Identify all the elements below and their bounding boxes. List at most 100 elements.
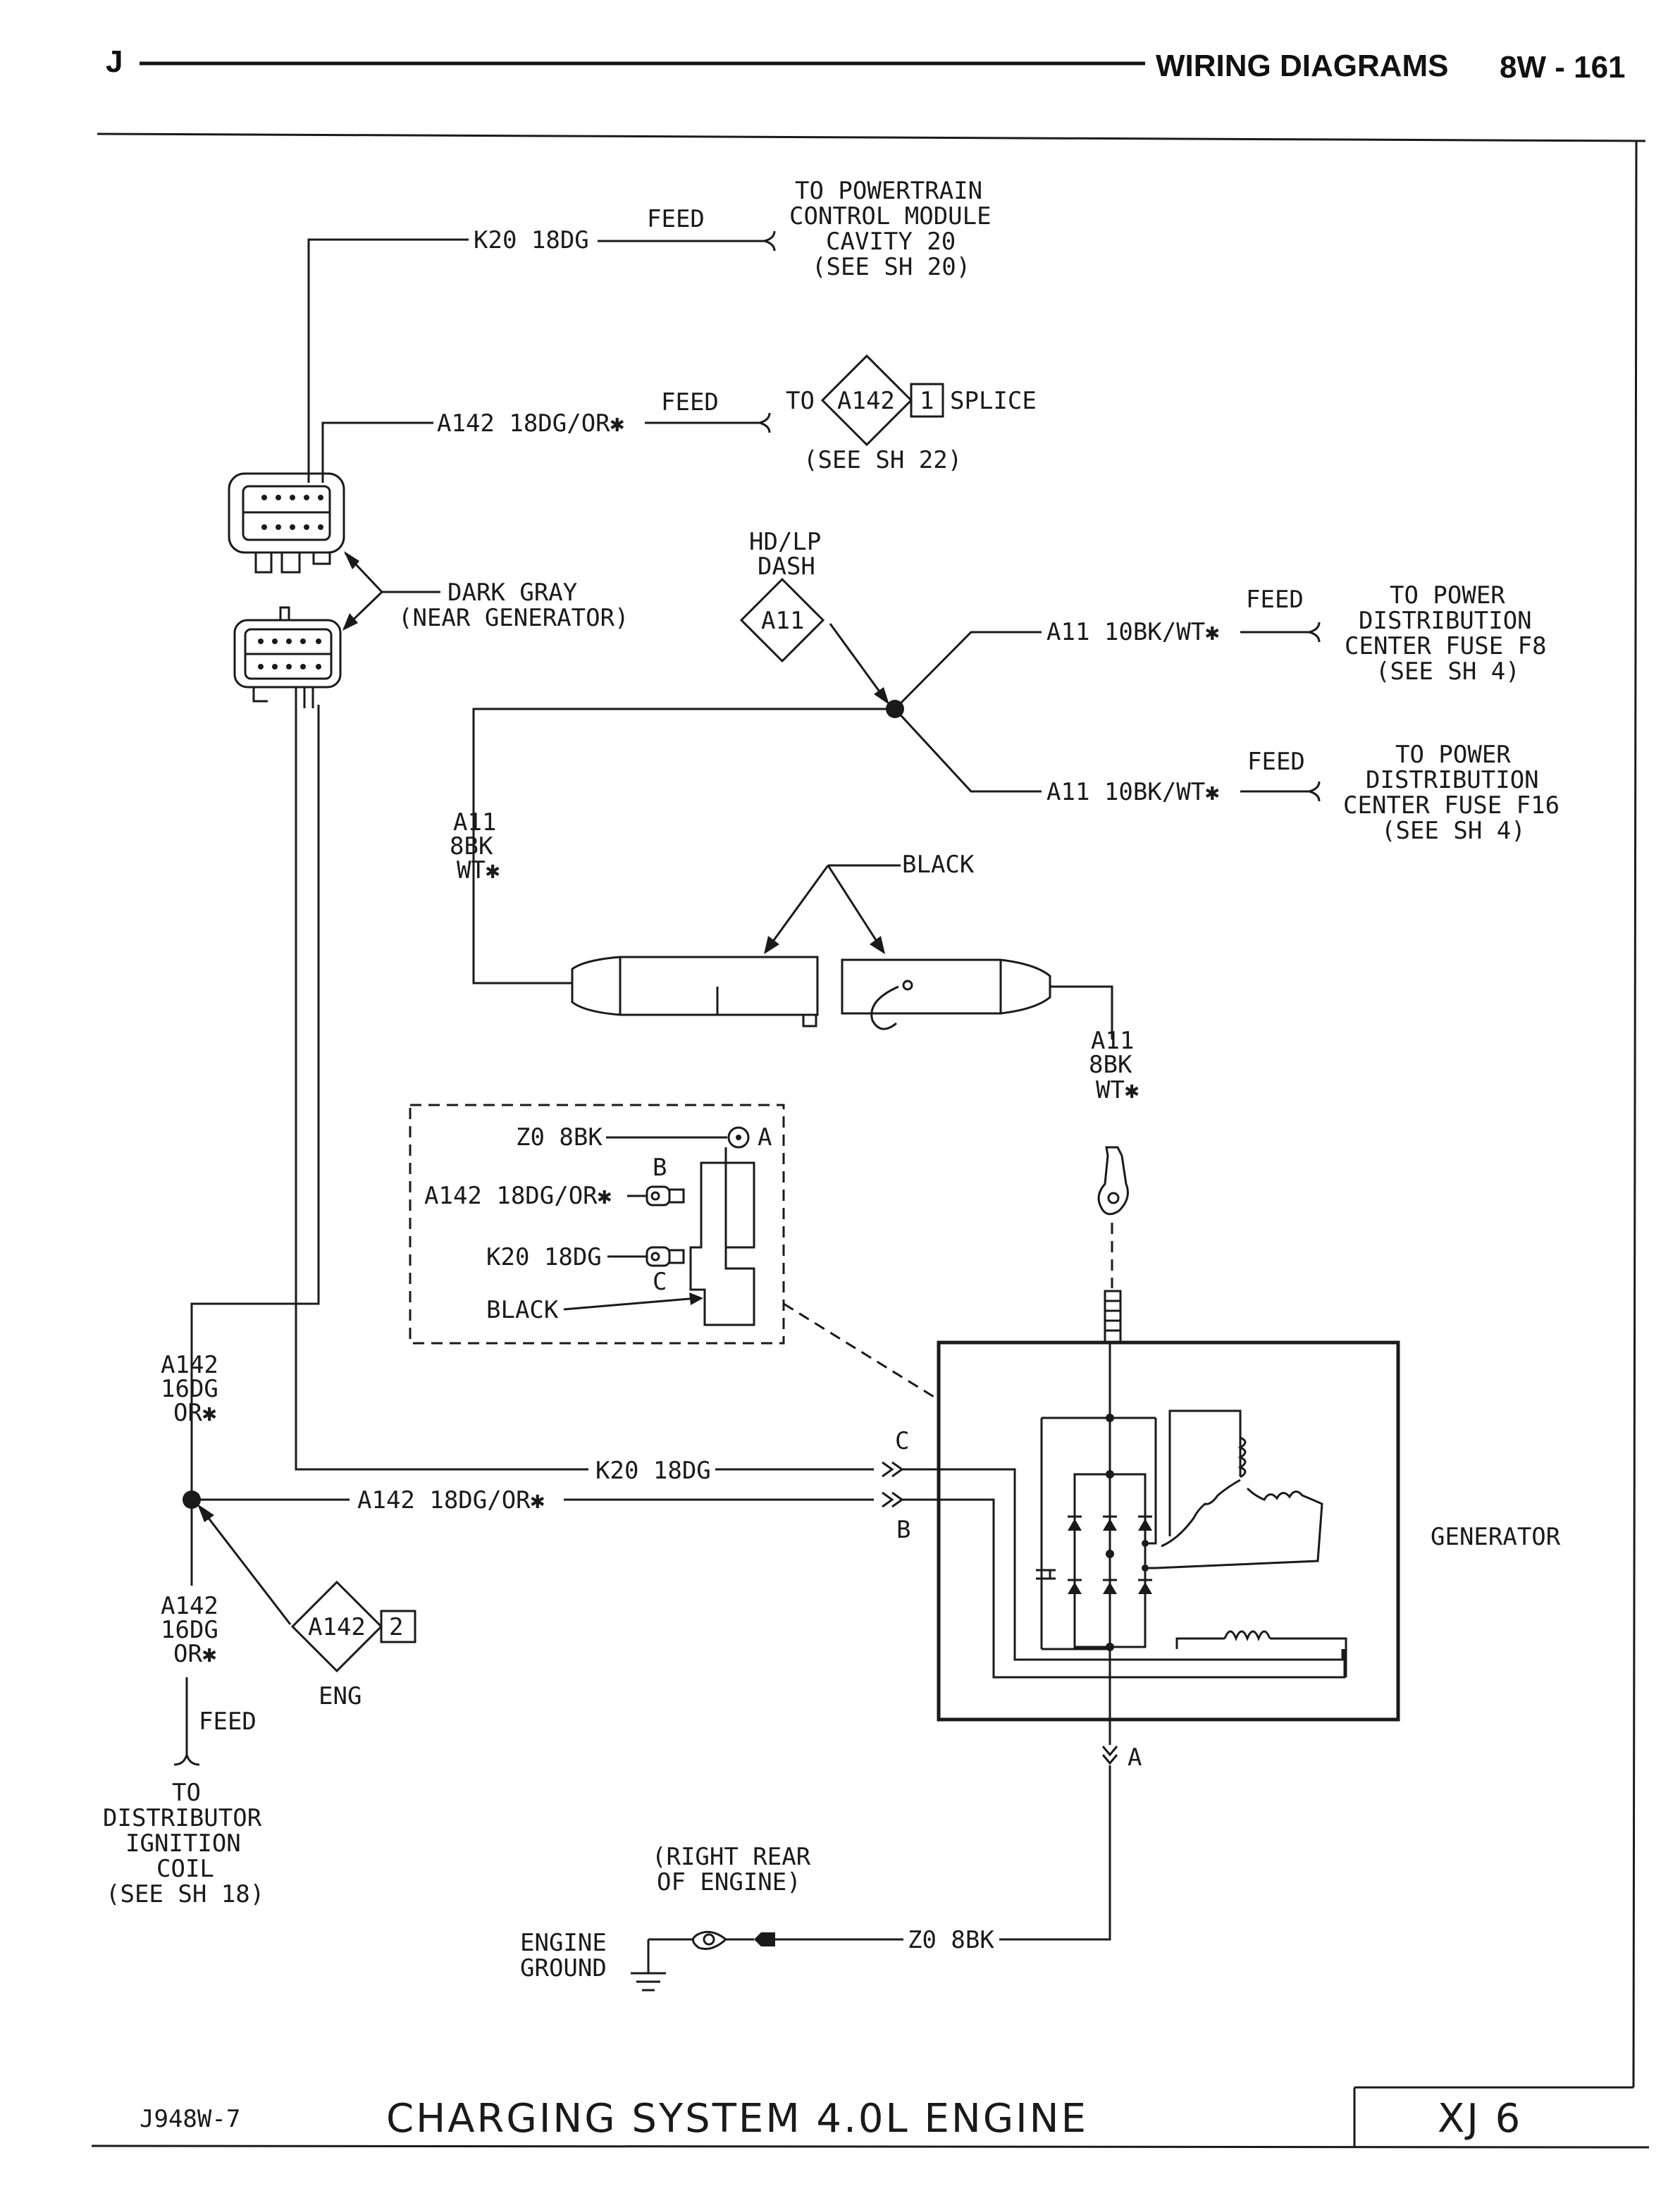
svg-text:A11: A11 xyxy=(1091,1027,1134,1055)
svg-text:K20 18DG: K20 18DG xyxy=(595,1457,711,1485)
a11-8bk-label-left: A11 8BK WT✱ xyxy=(450,808,500,884)
svg-text:A142: A142 xyxy=(308,1613,366,1641)
svg-text:CAVITY 20: CAVITY 20 xyxy=(826,228,956,256)
svg-text:A: A xyxy=(1128,1743,1142,1772)
splice-label: SPLICE xyxy=(950,387,1037,415)
hdlp-dash-splice: HD/LP DASH A11 xyxy=(739,528,889,705)
eng-label: ENG xyxy=(319,1682,362,1710)
svg-text:(SEE SH 20): (SEE SH 20) xyxy=(812,253,970,281)
svg-text:TO: TO xyxy=(172,1779,201,1807)
feed-label-dist: FEED xyxy=(199,1708,257,1736)
svg-text:(NEAR GENERATOR): (NEAR GENERATOR) xyxy=(398,604,629,632)
svg-text:8BK: 8BK xyxy=(450,832,493,860)
svg-text:16DG: 16DG xyxy=(161,1375,218,1403)
left-wire-harness xyxy=(190,705,874,1500)
generator-label: GENERATOR xyxy=(1431,1523,1561,1551)
svg-text:A142 18DG/OR✱: A142 18DG/OR✱ xyxy=(357,1486,545,1514)
feed-label-splice: FEED xyxy=(661,388,719,416)
generator-output-terminal xyxy=(1097,1146,1129,1343)
svg-text:DISTRIBUTION: DISTRIBUTION xyxy=(1359,607,1532,635)
svg-text:C: C xyxy=(895,1427,909,1455)
footer-title: CHARGING SYSTEM 4.0L ENGINE xyxy=(386,2096,1088,2142)
svg-text:B: B xyxy=(896,1516,910,1544)
inset-a142-label: A142 18DG/OR✱ xyxy=(424,1182,612,1210)
feed-label-f8: FEED xyxy=(1246,586,1304,614)
header-left-letter: J xyxy=(106,44,123,79)
diode-bridge xyxy=(1068,1515,1152,1594)
splice-1-symbol: A142 1 xyxy=(820,354,944,447)
black-inline-connector: BLACK xyxy=(571,851,1113,1039)
svg-text:HD/LP: HD/LP xyxy=(749,528,821,556)
svg-text:OR✱: OR✱ xyxy=(173,1399,216,1427)
pin-a: A xyxy=(1101,1743,1142,1772)
svg-text:(SEE SH 18): (SEE SH 18) xyxy=(106,1880,264,1908)
svg-text:A142: A142 xyxy=(837,387,895,415)
svg-text:1: 1 xyxy=(920,387,934,415)
diagram-frame xyxy=(91,132,1650,2149)
svg-text:WT✱: WT✱ xyxy=(457,856,500,884)
k20-to-pcm-circuit: K20 18DG FEED TO POWERTRAIN CONTROL MODU… xyxy=(307,177,992,483)
svg-text:TO POWERTRAIN: TO POWERTRAIN xyxy=(795,177,982,205)
svg-text:(RIGHT REAR: (RIGHT REAR xyxy=(652,1843,811,1871)
pdc-f8-text: TO POWER DISTRIBUTION CENTER FUSE F8 (SE… xyxy=(1345,581,1547,686)
a142-16dg-label-bottom: A142 16DG OR✱ xyxy=(161,1592,218,1668)
svg-text:8BK: 8BK xyxy=(1089,1051,1132,1079)
svg-text:OR✱: OR✱ xyxy=(173,1640,216,1668)
eng-splice-symbol: A142 2 ENG xyxy=(290,1580,416,1710)
header-page-number: 8W - 161 xyxy=(1500,50,1626,85)
feed-label-pcm: FEED xyxy=(647,205,705,233)
svg-text:DASH: DASH xyxy=(758,553,815,581)
svg-text:CENTER FUSE F16: CENTER FUSE F16 xyxy=(1343,791,1559,820)
dark-gray-callout: DARK GRAY (NEAR GENERATOR) xyxy=(342,551,629,632)
svg-text:ENGINE: ENGINE xyxy=(520,1929,607,1957)
svg-text:C: C xyxy=(653,1268,667,1296)
svg-text:B: B xyxy=(653,1154,667,1182)
svg-text:GROUND: GROUND xyxy=(520,1954,607,1982)
z0-bottom-label: Z0 8BK xyxy=(908,1926,994,1954)
pcm-destination-text: TO POWERTRAIN CONTROL MODULE CAVITY 20 (… xyxy=(789,177,992,281)
page-footer: J948W-7 CHARGING SYSTEM 4.0L ENGINE XJ 6 xyxy=(140,2096,1522,2142)
footer-model: XJ 6 xyxy=(1438,2096,1522,2142)
to-label: TO xyxy=(786,387,815,415)
svg-text:A142: A142 xyxy=(161,1351,218,1379)
a11-diamond-label: A11 xyxy=(761,607,804,635)
a11-splice-node: A11 10BK/WT✱ FEED TO POWER DISTRIBUTION … xyxy=(472,581,1559,985)
k20-label-top: K20 18DG xyxy=(474,226,589,254)
a11-8bk-label-right: A11 8BK WT✱ xyxy=(1089,1027,1139,1104)
svg-text:A: A xyxy=(758,1123,772,1152)
svg-text:DISTRIBUTION: DISTRIBUTION xyxy=(1366,766,1539,794)
field-winding xyxy=(1108,1630,1347,1677)
a142-to-splice-circuit: A142 18DG/OR✱ FEED TO A142 1 SPLICE (SEE… xyxy=(321,354,1037,483)
feed-label-f16: FEED xyxy=(1247,748,1305,776)
footer-code: J948W-7 xyxy=(140,2105,240,2133)
dark-gray-connector-lower xyxy=(233,606,342,708)
distributor-feed: FEED TO DISTRIBUTOR IGNITION COIL (SEE S… xyxy=(103,1677,264,1908)
svg-text:DARK GRAY: DARK GRAY xyxy=(447,579,577,607)
inset-black-label: BLACK xyxy=(486,1296,559,1324)
header-title: WIRING DIAGRAMS xyxy=(1156,49,1449,83)
svg-text:OF ENGINE): OF ENGINE) xyxy=(657,1868,801,1896)
svg-text:A142: A142 xyxy=(161,1592,218,1620)
see-sh-22: (SEE SH 22) xyxy=(803,446,962,474)
svg-text:TO POWER: TO POWER xyxy=(1390,581,1505,610)
dark-gray-connector-upper xyxy=(228,472,345,574)
a142-16dg-label-top: A142 16DG OR✱ xyxy=(161,1351,218,1427)
svg-text:WT✱: WT✱ xyxy=(1096,1076,1139,1104)
a11-10bk-label-f16: A11 10BK/WT✱ xyxy=(1046,778,1220,806)
inset-z0-label: Z0 8BK xyxy=(516,1123,603,1152)
svg-text:2: 2 xyxy=(389,1613,403,1641)
svg-text:A11: A11 xyxy=(453,808,496,837)
pdc-f16-text: TO POWER DISTRIBUTION CENTER FUSE F16 (S… xyxy=(1343,741,1559,845)
svg-text:COIL: COIL xyxy=(156,1855,214,1883)
a11-10bk-label-f8: A11 10BK/WT✱ xyxy=(1046,618,1220,646)
a142-label-top: A142 18DG/OR✱ xyxy=(437,409,624,438)
black-label: BLACK xyxy=(902,851,975,879)
svg-text:CENTER FUSE F8: CENTER FUSE F8 xyxy=(1345,632,1547,660)
svg-text:(SEE SH 4): (SEE SH 4) xyxy=(1376,658,1520,686)
svg-text:DISTRIBUTOR: DISTRIBUTOR xyxy=(103,1804,262,1832)
generator-connector-inset: Z0 8BK A B A142 18DG/OR✱ K20 18DG C BLAC… xyxy=(409,1104,938,1400)
stator-windings xyxy=(1145,1409,1323,1569)
svg-text:16DG: 16DG xyxy=(161,1616,218,1644)
svg-text:(SEE SH 4): (SEE SH 4) xyxy=(1381,817,1526,845)
